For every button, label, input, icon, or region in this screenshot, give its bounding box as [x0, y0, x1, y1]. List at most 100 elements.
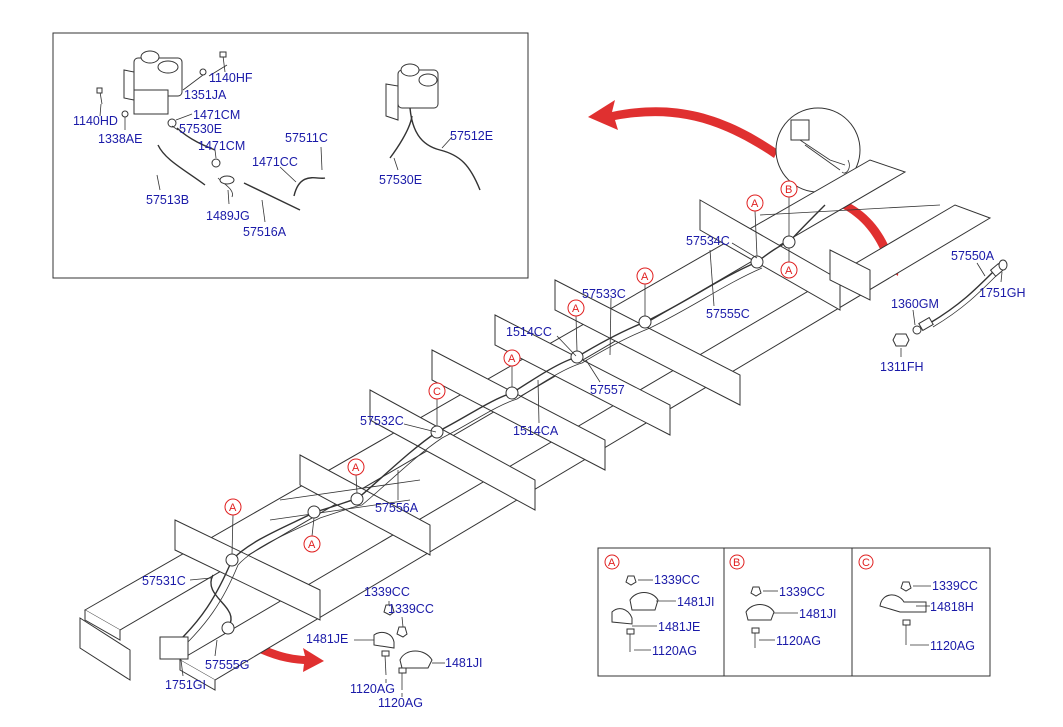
label-1489JG: 1489JG	[206, 209, 250, 223]
nut-1339CC-b	[396, 626, 408, 638]
reservoir-tank-left	[123, 50, 183, 115]
hose-57530E-a	[176, 127, 216, 151]
callout-A-3-text: A	[641, 271, 649, 283]
crossmember-5	[369, 389, 536, 511]
label-57512E: 57512E	[450, 129, 493, 143]
legend-key-C-text: C	[862, 557, 870, 569]
legend-C-1120AG: 1120AG	[930, 639, 975, 653]
callout-A-1	[746, 194, 764, 212]
clamp-1471CM-a	[167, 118, 177, 128]
main-leaders	[180, 242, 758, 677]
hose-57513B	[157, 144, 206, 186]
label-1140HF: 1140HF	[209, 71, 253, 85]
pipe-secondary-57557	[184, 267, 763, 646]
clamp-1471CM-b	[211, 158, 221, 168]
crossmember-3	[494, 314, 671, 436]
legend-C-14818H: 14818H	[930, 600, 974, 614]
legend-panel-B: B 1339CC 1481JI 1120AG	[729, 554, 837, 648]
label-57533C: 57533C	[582, 287, 626, 301]
callout-B-text: B	[785, 184, 792, 196]
legend-C-nut	[900, 581, 912, 592]
clamp-marker-10	[221, 621, 235, 635]
label-1471CM-a: 1471CM	[193, 108, 240, 122]
legend-frame	[597, 547, 991, 677]
label-1351JA: 1351JA	[184, 88, 227, 102]
pipe-clamp-markers	[221, 235, 796, 635]
legend-A-clamp-lower	[611, 608, 633, 625]
callout-A-7	[303, 535, 321, 553]
clamp-legend: A 1339CC 1481JI 1481JE 1120AG B	[597, 547, 991, 677]
inset-frame	[52, 32, 529, 279]
label-57530E-a: 57530E	[179, 122, 222, 136]
magnifier-detail	[775, 107, 861, 193]
legend-A-clamp-upper	[629, 592, 659, 611]
label-57531C: 57531C	[142, 574, 186, 588]
crossmember-6	[299, 454, 431, 556]
callout-A-4	[567, 299, 585, 317]
hose-57511C	[293, 177, 326, 197]
legend-panel-C: C 1339CC 14818H 1120AG	[858, 554, 978, 653]
label-57534C: 57534C	[686, 234, 730, 248]
label-1360GM: 1360GM	[891, 297, 939, 311]
label-57557: 57557	[590, 383, 625, 397]
pipe-57516A	[243, 182, 301, 211]
washer-1338AE	[121, 110, 129, 118]
bolt-1140HF	[219, 51, 227, 73]
legend-A-nut	[625, 575, 637, 586]
clamp-marker-3	[350, 492, 364, 506]
crossmember-4	[431, 349, 606, 471]
label-1120AG-a: 1120AG	[350, 682, 395, 696]
legend-A-bolt	[626, 628, 635, 635]
callout-C	[428, 382, 446, 400]
label-57556A: 57556A	[375, 501, 419, 515]
legend-C-bolt	[902, 619, 911, 626]
label-1481JE: 1481JE	[306, 632, 348, 646]
legend-A-1339CC: 1339CC	[654, 573, 700, 587]
legend-key-B	[729, 554, 745, 570]
bolt-1120AG-b	[398, 667, 407, 674]
bolt-1140HD	[96, 87, 103, 105]
legend-key-A-text: A	[608, 557, 616, 569]
rear-crossmember	[79, 617, 131, 681]
label-1514CC: 1514CC	[506, 325, 552, 339]
washer-1360GM	[912, 325, 922, 335]
label-1471CC: 1471CC	[252, 155, 298, 169]
callout-A-8	[224, 498, 242, 516]
label-57555C: 57555C	[706, 307, 750, 321]
label-1751GH: 1751GH	[979, 286, 1026, 300]
clamp-marker-1	[225, 553, 239, 567]
callout-A-3	[636, 267, 654, 285]
legend-B-1120AG: 1120AG	[776, 634, 821, 648]
legend-key-C	[858, 554, 874, 570]
clamp-marker-5	[505, 386, 519, 400]
clamp-marker-7	[638, 315, 652, 329]
callout-A-5-text: A	[508, 353, 516, 365]
clamp-marker-9	[782, 235, 796, 249]
label-1339CC-b: 1339CC	[388, 602, 434, 616]
legend-C-clamp	[879, 594, 927, 613]
arrow-to-clamp-detail-icon	[234, 632, 324, 672]
callout-A-8-text: A	[229, 502, 237, 514]
nut-1339CC-a	[383, 604, 395, 616]
hose-57530E-b	[389, 115, 413, 159]
fitting-1751GH	[998, 259, 1008, 271]
legend-B-clamp	[745, 604, 775, 621]
label-1140HD: 1140HD	[73, 114, 118, 128]
label-1120AG-b: 1120AG	[378, 696, 423, 710]
crossmember-2	[554, 279, 741, 406]
label-57532C: 57532C	[360, 414, 404, 428]
crossmember-1	[699, 199, 841, 311]
inset-detail: 1140HF 1351JA 1140HD 1471CM 57530E 1338A…	[52, 32, 529, 279]
nut-1351JA	[199, 68, 207, 76]
label-57555G: 57555G	[205, 658, 249, 672]
callout-A-1-text: A	[751, 198, 759, 210]
hose-57512E	[409, 107, 481, 191]
hose-57550A	[929, 269, 996, 324]
legend-A-1481JE: 1481JE	[658, 620, 700, 634]
label-57511C: 57511C	[285, 131, 328, 145]
chassis-frame	[79, 159, 992, 691]
bolt-1120AG-a	[381, 650, 390, 657]
legend-panel-A: A 1339CC 1481JI 1481JE 1120AG	[604, 554, 715, 658]
legend-B-1339CC: 1339CC	[779, 585, 825, 599]
